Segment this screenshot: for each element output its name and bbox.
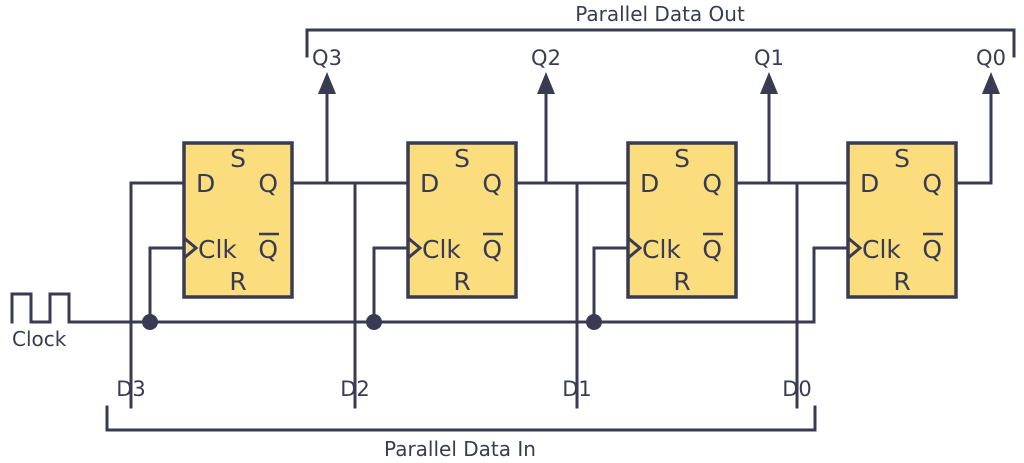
pin-label-r-1: R [229, 267, 246, 296]
pin-label-s-3: S [674, 144, 690, 173]
d1-input-wire [575, 181, 630, 409]
parallel-data-in-label: Parallel Data In [384, 437, 536, 461]
clock-junction-1 [142, 314, 158, 330]
q0-label: Q0 [976, 46, 1006, 70]
clock-branch-wire-4 [812, 246, 850, 324]
q1-output-wire [734, 72, 778, 185]
pin-label-s-4: S [894, 144, 910, 173]
pin-label-s-1: S [230, 144, 246, 173]
pin-label-q-3: Q [702, 169, 722, 198]
pin-label-clk-2: Clk [422, 235, 461, 264]
pin-label-q-2: Q [482, 169, 502, 198]
pin-label-d-2: D [420, 169, 439, 198]
d0-input-wire [795, 181, 850, 409]
pin-label-clk-4: Clk [862, 235, 901, 264]
clock-branch-wire-3 [586, 246, 630, 330]
clock-edge-triangle-1 [183, 236, 199, 260]
q1-label: Q1 [754, 46, 784, 70]
clock-edge-triangle-2 [407, 236, 423, 260]
flipflop-block-4[interactable] [846, 141, 958, 299]
d3-label: D3 [116, 377, 146, 401]
flipflop-block-1[interactable] [182, 141, 294, 299]
pin-label-qbar-1: Q [258, 235, 278, 264]
pin-label-q-1: Q [258, 169, 278, 198]
pin-label-r-2: R [453, 267, 470, 296]
q2-label: Q2 [531, 46, 561, 70]
q2-arrowhead [537, 72, 555, 94]
pin-label-clk-3: Clk [642, 235, 681, 264]
d3-input-wire [129, 181, 186, 409]
pin-label-r-4: R [893, 267, 910, 296]
parallel-data-out-label: Parallel Data Out [575, 2, 745, 26]
clock-edge-triangle-4 [847, 236, 863, 260]
pin-label-r-3: R [673, 267, 690, 296]
pin-label-d-3: D [640, 169, 659, 198]
clock-branch-wire-1 [142, 246, 186, 330]
flipflop-block-2[interactable] [406, 141, 518, 299]
clock-edge-triangle-3 [627, 236, 643, 260]
pin-label-d-4: D [860, 169, 879, 198]
flipflop-block-3[interactable] [626, 141, 738, 299]
d2-label: D2 [340, 377, 370, 401]
pin-label-qbar-2: Q [482, 235, 502, 264]
parallel-data-in-bracket [105, 405, 817, 432]
q1-arrowhead [760, 72, 778, 94]
clock-label: Clock [12, 327, 67, 351]
q3-label: Q3 [312, 46, 342, 70]
clock-junction-2 [366, 314, 382, 330]
d0-label: D0 [782, 377, 812, 401]
pin-label-qbar-3: Q [702, 235, 722, 264]
pin-label-s-2: S [454, 144, 470, 173]
pin-label-clk-1: Clk [198, 235, 237, 264]
clock-junction-3 [586, 314, 602, 330]
d2-input-wire [353, 181, 410, 409]
q3-arrowhead [318, 72, 336, 94]
q0-arrowhead [982, 72, 1000, 94]
q2-output-wire [514, 72, 555, 185]
clock-branch-wire-2 [366, 246, 410, 330]
pin-label-q-4: Q [922, 169, 942, 198]
pin-label-qbar-4: Q [922, 235, 942, 264]
parallel-data-out-bracket [305, 28, 1016, 58]
d1-label: D1 [562, 377, 592, 401]
q0-output-wire [954, 72, 1000, 185]
q3-output-wire [290, 72, 336, 185]
pin-label-d-1: D [196, 169, 215, 198]
clock-waveform-icon [10, 292, 90, 324]
